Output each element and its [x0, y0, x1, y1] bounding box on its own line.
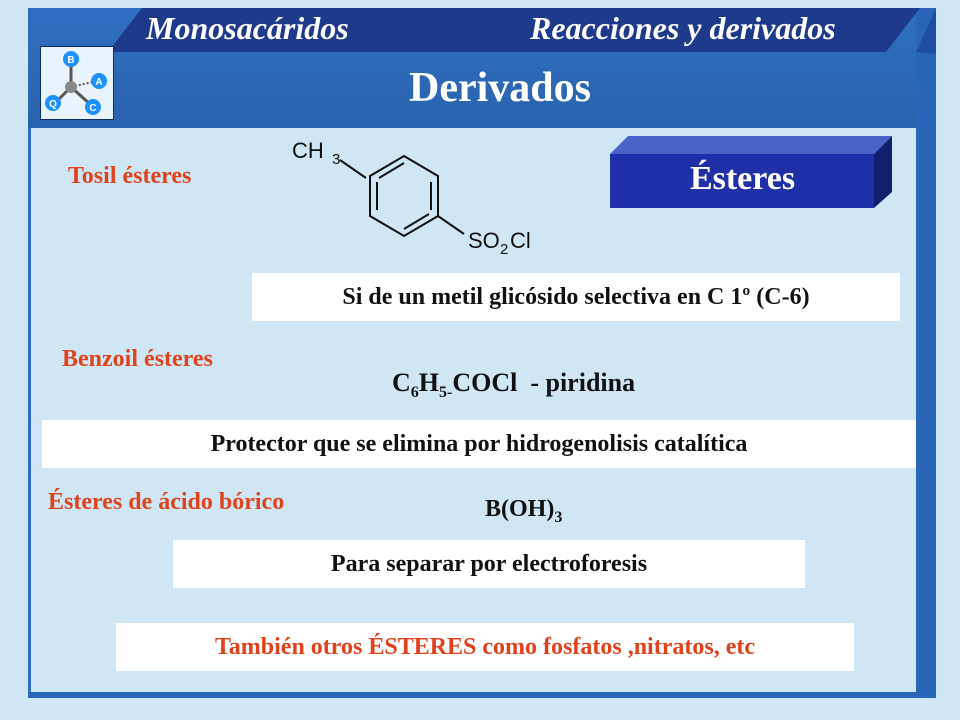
benzoil-formula: C6H5-COCl - piridina: [392, 368, 635, 402]
frame-left-edge: [28, 128, 31, 694]
structure-ch-label: CH: [292, 138, 324, 163]
logo-letter-b: B: [67, 55, 74, 66]
structure-so-label: SO: [468, 228, 500, 253]
structure-so-subscript: 2: [500, 241, 508, 258]
benzoil-formula-c: C: [392, 368, 411, 397]
header-tab-bevel: [916, 8, 936, 54]
benzoil-formula-rest: COCl - piridina: [452, 368, 636, 397]
tosil-note: Si de un metil glicósido selectiva en C …: [252, 273, 900, 321]
header-tab-shape: [108, 8, 920, 52]
molecule-logo: B A C Q: [40, 46, 114, 120]
benzoil-esteres-label: Benzoil ésteres: [62, 346, 213, 372]
footer-note: También otros ÉSTERES como fosfatos ,nit…: [116, 623, 854, 671]
logo-letter-q: Q: [49, 99, 57, 110]
logo-letter-c: C: [89, 103, 96, 114]
benzoil-formula-c-sub: 6: [410, 384, 419, 401]
borico-formula: B(OH)3: [485, 496, 562, 527]
borico-note: Para separar por electroforesis: [173, 540, 805, 588]
benzoil-note: Protector que se elimina por hidrogenoli…: [42, 420, 916, 468]
borico-esteres-label: Ésteres de ácido bórico: [48, 489, 285, 515]
esteres-badge: [610, 136, 892, 208]
esteres-badge-label: Ésteres: [689, 160, 796, 197]
molecule-logo-icon: B A C Q: [45, 51, 107, 115]
page-title: Derivados: [409, 65, 591, 111]
benzoil-formula-h: H: [418, 368, 440, 397]
benzoil-formula-h-sub: 5-: [439, 384, 453, 401]
tab-reacciones-y-derivados[interactable]: Reacciones y derivados: [530, 10, 836, 46]
structure-ch-subscript: 3: [332, 151, 340, 168]
structure-cl-label: Cl: [510, 228, 531, 253]
tosyl-chloride-structure: CH 3 SO 2 Cl: [292, 138, 531, 258]
tosil-esteres-label: Tosil ésteres: [68, 163, 192, 189]
tab-monosacaridos[interactable]: Monosacáridos: [146, 10, 349, 46]
borico-formula-main: B(OH): [485, 496, 555, 522]
frame-bottom-edge: [28, 692, 920, 698]
frame-right-edge: [916, 8, 936, 698]
borico-formula-sub: 3: [554, 509, 563, 526]
logo-letter-a: A: [95, 77, 102, 88]
